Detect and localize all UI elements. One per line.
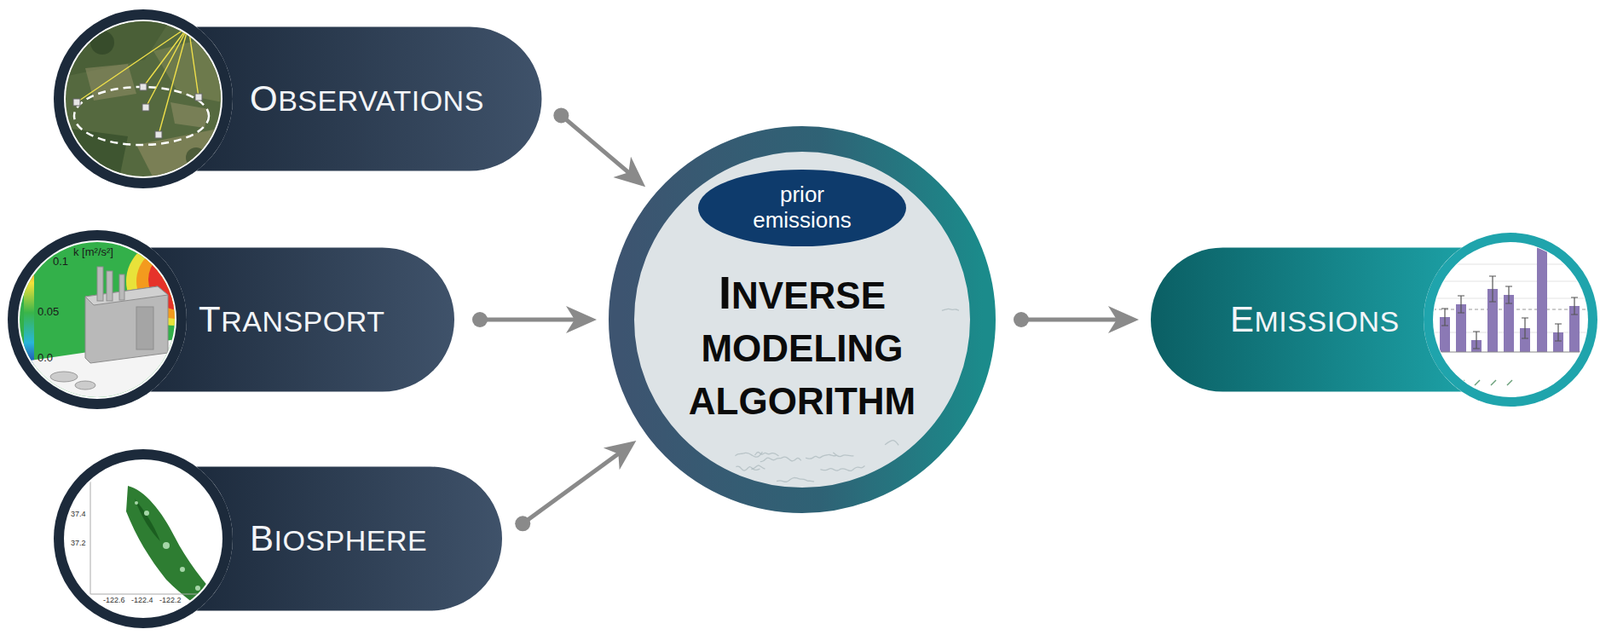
scribble [754, 451, 779, 456]
aerial-photo [63, 19, 223, 179]
scribble [884, 440, 899, 446]
label-anchor: -122.6 [102, 596, 127, 606]
picture-ring [7, 230, 187, 410]
scribble [941, 308, 959, 311]
sight-lines [76, 26, 199, 135]
input-pill: OBSERVATIONS [53, 9, 542, 189]
picture-ring [1423, 232, 1598, 407]
scribble [734, 451, 763, 457]
axis-label: k [m²/s²] [73, 246, 114, 259]
flow-arrow [560, 115, 639, 181]
axis-label: 0.1 [52, 255, 69, 268]
factory-buildings [85, 266, 168, 364]
vegetation-map [63, 459, 224, 619]
pill-label: TRANSPORT [198, 300, 385, 340]
map-axis [90, 594, 214, 595]
network-ring [74, 86, 209, 145]
picture-rim [1432, 242, 1589, 398]
picture-rim [17, 240, 177, 399]
axis-label: 0.0 [37, 352, 53, 364]
oval-label: prior emissions [745, 182, 861, 234]
label-anchor: 0.0 [37, 352, 53, 364]
label-anchor: k [m²/s²] [73, 246, 114, 259]
flow-arrow [479, 317, 589, 323]
picture-ring [53, 449, 233, 629]
pill-shape [1150, 248, 1462, 393]
label-anchor: -122.2 [158, 596, 183, 606]
scribble [805, 454, 837, 459]
map-axis [90, 477, 92, 595]
prior-oval: prior emissions [698, 169, 907, 247]
axis-label: 37.2 [69, 539, 87, 549]
pill-label: OBSERVATIONS [249, 79, 485, 119]
label-anchor: 37.4 [69, 510, 87, 520]
label-anchor: -122.4 [130, 596, 155, 606]
label-anchor: 0.1 [52, 255, 69, 268]
pill-shape [196, 27, 542, 172]
connectors [479, 115, 1131, 524]
picture-ring [53, 9, 233, 189]
sensor-towers [73, 83, 203, 139]
label-anchor: 0.05 [37, 306, 59, 318]
axis-label: 0.05 [37, 306, 59, 318]
axis-label: -122.6 [102, 596, 127, 606]
algorithm-title: INVERSE MODELING ALGORITHM [674, 265, 930, 428]
scribble [776, 478, 815, 483]
scribble [760, 456, 802, 463]
flow-arrow [522, 445, 630, 524]
pill-shape [196, 467, 503, 612]
scribble [820, 465, 865, 471]
oval-shape [698, 169, 907, 247]
scribble [750, 465, 765, 470]
pill-shape [150, 248, 455, 393]
label-anchor: 37.2 [69, 539, 87, 549]
observations-picture [53, 9, 233, 189]
output-pill: EMISSIONS [1150, 230, 1600, 410]
picture-rim [63, 459, 223, 619]
biosphere-picture [53, 449, 233, 629]
algorithm-ring [621, 138, 983, 501]
axis-label: -122.4 [130, 596, 155, 606]
pill-label: BIOSPHERE [249, 519, 428, 559]
axis-label: 37.4 [69, 510, 87, 520]
flow-arrow [1021, 317, 1131, 323]
pill-label: EMISSIONS [1230, 300, 1400, 340]
axis-label: -122.2 [158, 596, 183, 606]
color-bar [23, 247, 35, 367]
picture-rim [63, 19, 223, 179]
algorithm-circle: INVERSE MODELING ALGORITHM prior emission… [608, 126, 996, 514]
